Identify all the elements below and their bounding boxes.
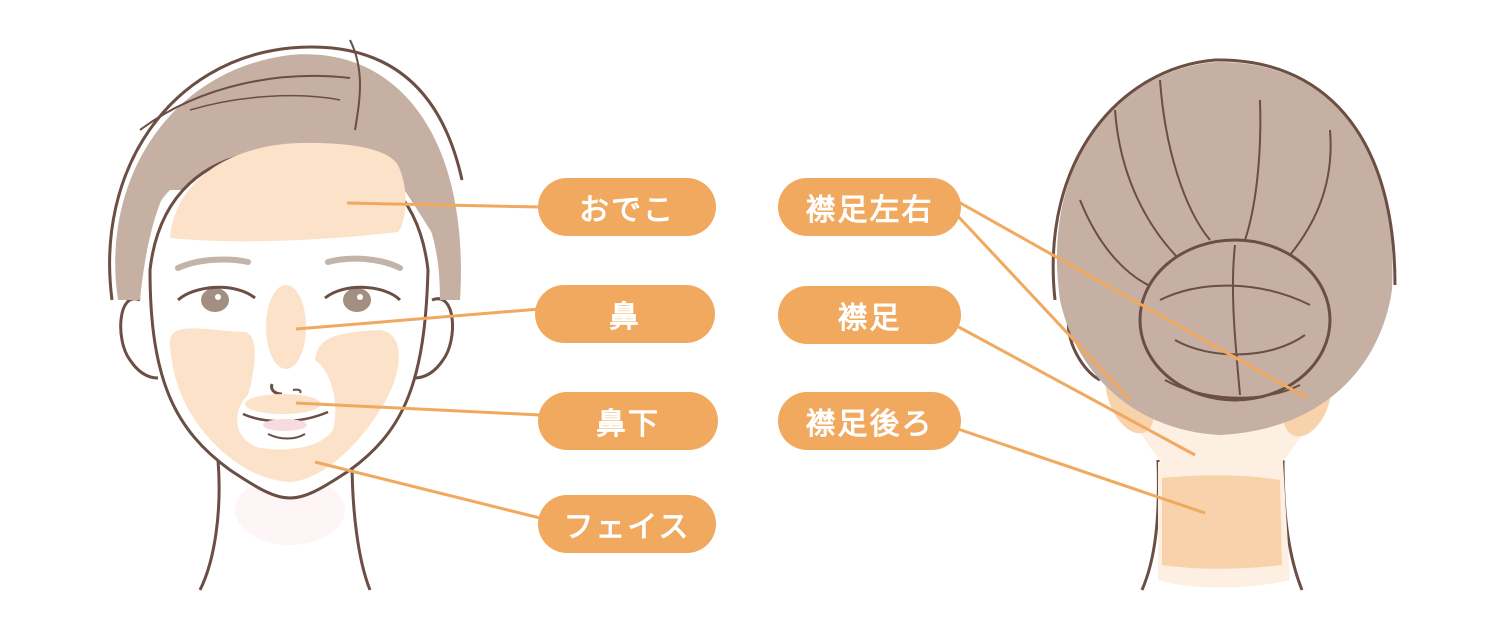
back-head-illustration bbox=[1051, 58, 1397, 591]
line-nape-sides-1 bbox=[954, 198, 1308, 400]
line-nape bbox=[954, 323, 1196, 457]
line-under-nose bbox=[295, 401, 541, 417]
label-nose: 鼻 bbox=[535, 285, 715, 343]
line-nose bbox=[295, 307, 541, 331]
label-nape-back: 襟足後ろ bbox=[778, 392, 961, 450]
line-face bbox=[314, 460, 541, 520]
line-forehead bbox=[346, 201, 541, 209]
line-nape-back bbox=[954, 426, 1206, 515]
line-nape-sides-2 bbox=[953, 211, 1132, 402]
label-nape-sides: 襟足左右 bbox=[778, 178, 961, 236]
label-nape: 襟足 bbox=[778, 286, 961, 344]
label-forehead: おでこ bbox=[538, 178, 716, 236]
label-under-nose: 鼻下 bbox=[538, 392, 718, 450]
label-face: フェイス bbox=[538, 495, 716, 553]
front-face-illustration bbox=[108, 39, 464, 591]
leader-lines bbox=[295, 198, 1308, 520]
